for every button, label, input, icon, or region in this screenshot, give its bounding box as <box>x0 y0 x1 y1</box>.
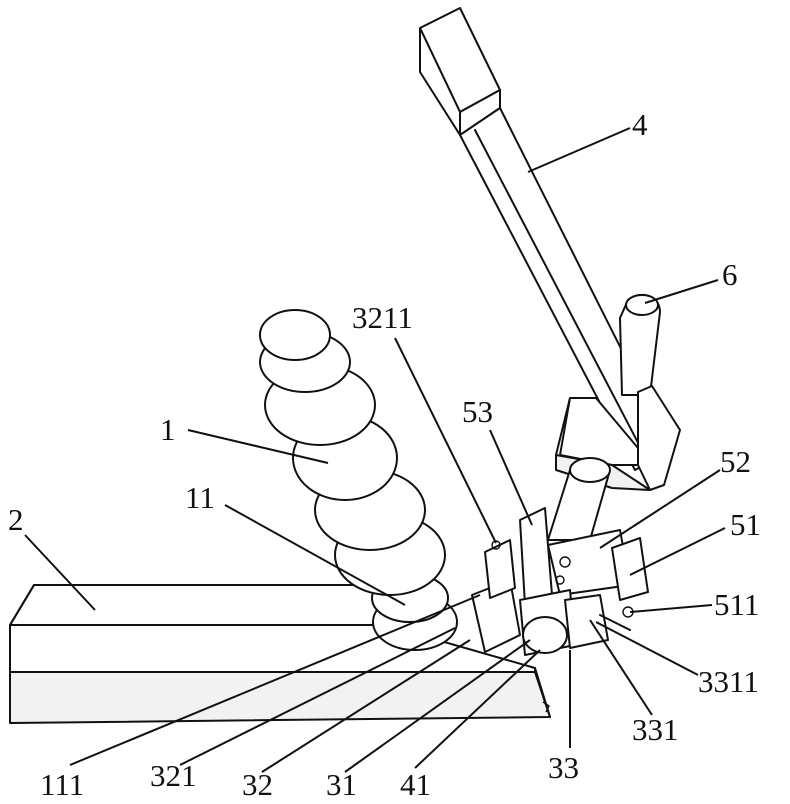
callout-32: 32 <box>242 767 273 802</box>
callout-31: 31 <box>326 767 357 802</box>
callout-111: 111 <box>40 767 84 802</box>
callout-3311: 3311 <box>698 664 759 699</box>
callout-33: 33 <box>548 750 579 785</box>
callout-11: 11 <box>185 480 215 515</box>
callout-41: 41 <box>400 767 431 802</box>
leader-4 <box>528 128 630 172</box>
callout-52: 52 <box>720 444 751 479</box>
callout-2: 2 <box>8 502 24 537</box>
callout-321: 321 <box>150 758 197 793</box>
leader-6 <box>645 280 718 303</box>
callout-1: 1 <box>160 412 176 447</box>
leader-51 <box>630 528 725 575</box>
callout-4: 4 <box>632 107 648 142</box>
callout-53: 53 <box>462 394 493 429</box>
callout-3211: 3211 <box>352 300 413 335</box>
handle-knob <box>620 295 660 395</box>
callout-6: 6 <box>722 257 738 292</box>
leader-511 <box>630 605 712 612</box>
callout-511: 511 <box>714 587 759 622</box>
leader-53 <box>490 430 532 525</box>
long-arm <box>420 8 672 470</box>
callout-51: 51 <box>730 507 761 542</box>
callout-331: 331 <box>632 712 679 747</box>
leader-3311 <box>596 622 698 675</box>
